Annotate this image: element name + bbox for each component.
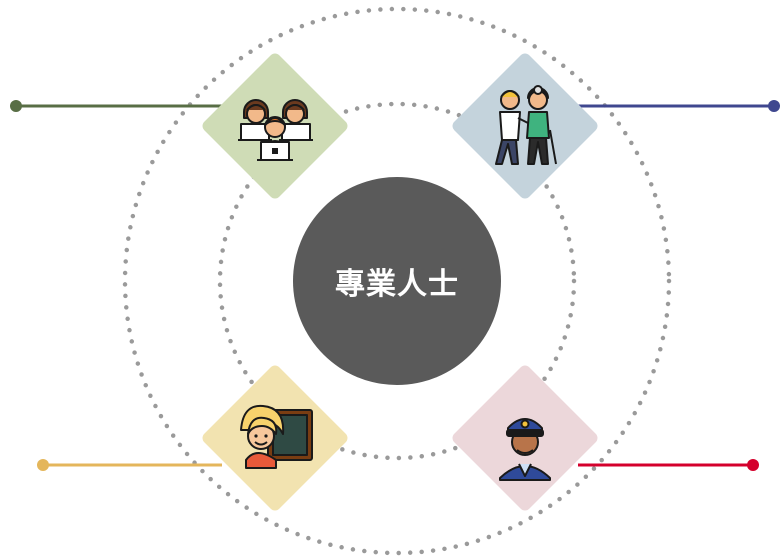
police-officer-icon [499,418,551,481]
caregiver-elderly-icon [495,85,557,165]
connector-police [578,459,759,471]
connector-caregiver [578,100,780,112]
outer-dotted-ring [122,6,672,556]
inner-dotted-ring [217,101,577,461]
center-hub [293,177,501,385]
teacher-chalkboard-icon [240,404,313,469]
office-workers-laptops-icon [238,99,313,161]
connector-teacher [37,459,222,471]
tile-caregiver [452,53,598,199]
connector-office-workers [10,100,222,112]
